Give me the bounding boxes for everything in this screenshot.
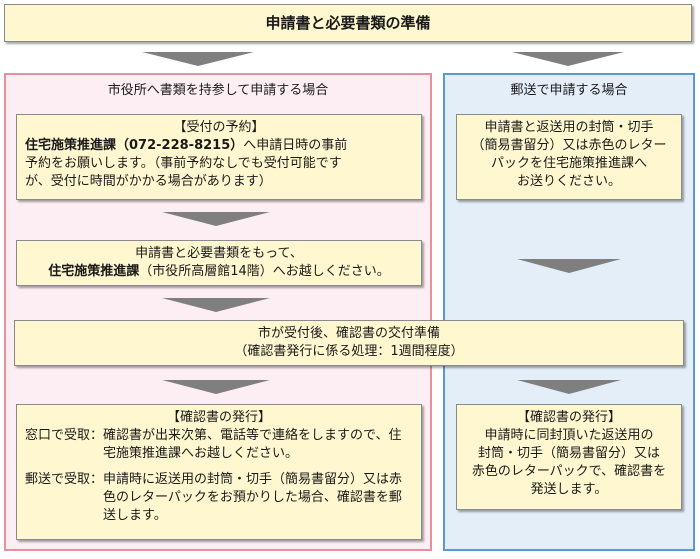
right-panel-label: 郵送で申請する場合 [510, 83, 628, 98]
counter-pickup-text: 確認書が出来次第、電話等で連絡をしますので、住宅施策推進課へお越しください。 [103, 428, 402, 461]
arrow-down-icon [162, 380, 270, 394]
mail-line-3: パックを住宅施策推進課へ [490, 156, 647, 171]
visit-line-1: 申請書と必要書類をもって、 [135, 246, 303, 261]
counter-pickup-row: 窓口で受取： 確認書が出来次第、電話等で連絡をしますので、住宅施策推進課へお越し… [25, 427, 413, 463]
dept-name: 住宅施策推進課 [25, 138, 117, 153]
phone-number: （072-228-8215） [116, 138, 244, 153]
visit-box: 申請書と必要書類をもって、 住宅施策推進課（市役所高層館14階）へお越しください… [16, 240, 422, 286]
issue-line-4: 発送します。 [530, 482, 608, 497]
issue-line-1: 申請時に同封頂いた返送用の [484, 428, 654, 443]
visit-text: （市役所高層館14階）へお越しください。 [139, 264, 390, 279]
arrow-down-icon [517, 380, 621, 394]
processing-box: 市が受付後、確認書の交付準備 （確認書発行に係る処理：1週間程度） [14, 320, 684, 366]
reservation-heading: 【受付の予約】 [173, 120, 265, 135]
left-panel-label: 市役所へ書類を持参して申請する場合 [107, 83, 329, 98]
reservation-text: へ申請日時の事前 [243, 138, 348, 153]
arrow-down-icon [162, 298, 270, 312]
mail-pickup-text: 申請時に返送用の封筒・切手（簡易書留分）又は赤色のレターパックをお預かりした場合… [103, 472, 403, 523]
processing-line-2: （確認書発行に係る処理：1週間程度） [234, 344, 464, 359]
mail-pickup-row: 郵送で受取： 申請時に返送用の封筒・切手（簡易書留分）又は赤色のレターパックをお… [25, 471, 413, 525]
reservation-line-2: 予約をお願いします。（事前予約なしでも受付可能です [25, 156, 342, 171]
issue-box-right: 【確認書の発行】 申請時に同封頂いた返送用の 封筒・切手（簡易書留分）又は 赤色… [456, 404, 682, 510]
processing-line-1: 市が受付後、確認書の交付準備 [257, 326, 440, 341]
reservation-line-3: が、受付に時間がかかる場合があります） [25, 174, 272, 189]
issue-heading: 【確認書の発行】 [516, 410, 621, 425]
visit-line-2: 住宅施策推進課（市役所高層館14階）へお越しください。 [23, 263, 415, 281]
mail-line-4: お送りください。 [516, 174, 621, 189]
issue-box-left: 【確認書の発行】 窓口で受取： 確認書が出来次第、電話等で連絡をしますので、住宅… [16, 404, 422, 540]
arrow-down-icon [142, 52, 254, 66]
arrow-down-icon [517, 259, 621, 273]
issue-heading: 【確認書の発行】 [166, 410, 271, 425]
arrow-down-icon [162, 212, 270, 226]
dept-name: 住宅施策推進課 [48, 264, 140, 279]
mail-line-2: （簡易書留分）又は赤色のレター [471, 138, 667, 153]
title-box: 申請書と必要書類の準備 [4, 4, 692, 42]
issue-line-2: 封筒・切手（簡易書留分）又は [477, 446, 660, 461]
mail-pickup-label: 郵送で受取： [25, 472, 104, 487]
page-title: 申請書と必要書類の準備 [265, 14, 431, 32]
reservation-line-1: 住宅施策推進課（072-228-8215）へ申請日時の事前 [25, 137, 413, 155]
reservation-box: 【受付の予約】 住宅施策推進課（072-228-8215）へ申請日時の事前 予約… [16, 114, 422, 200]
counter-pickup-label: 窓口で受取： [25, 428, 104, 443]
mail-application-box: 申請書と返送用の封筒・切手 （簡易書留分）又は赤色のレター パックを住宅施策推進… [456, 114, 682, 200]
arrow-down-icon [512, 52, 624, 66]
mail-line-1: 申請書と返送用の封筒・切手 [484, 120, 654, 135]
issue-line-3: 赤色のレターパックで、確認書を [471, 464, 667, 479]
